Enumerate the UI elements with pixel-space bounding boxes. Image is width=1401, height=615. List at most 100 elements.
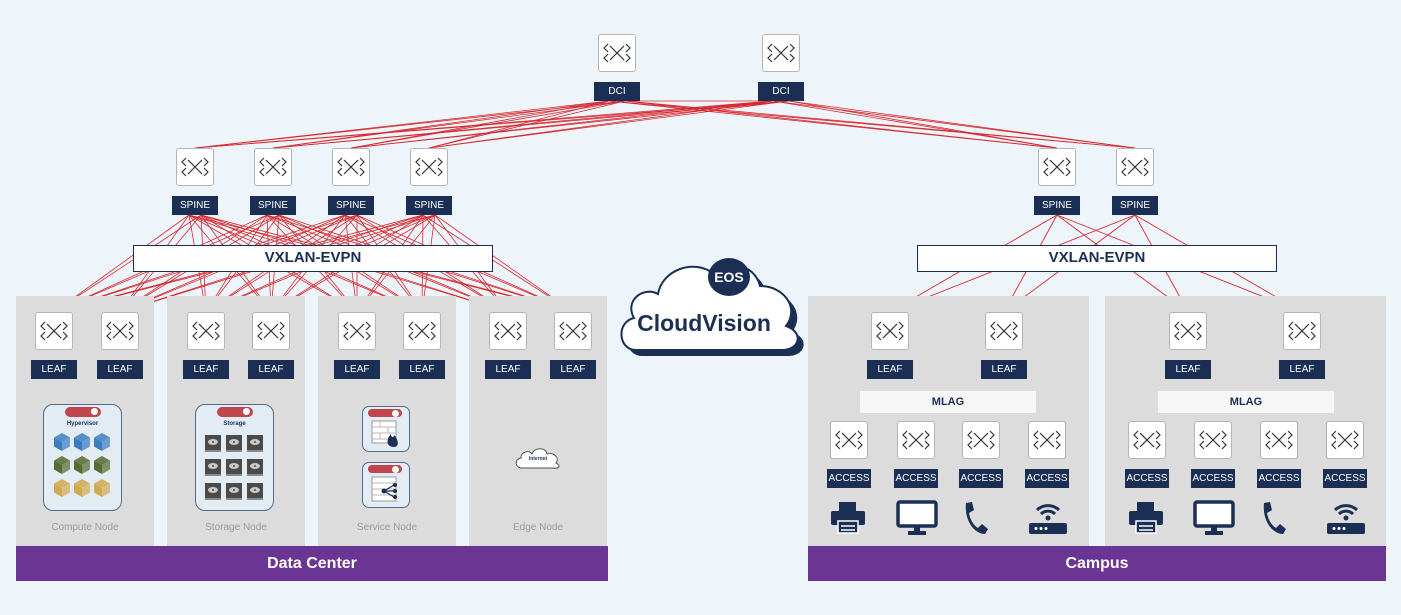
spine-switch[interactable] <box>254 148 292 186</box>
load-balancer-icon <box>370 475 404 505</box>
spine-label: SPINE <box>406 196 452 215</box>
wireless-router-icon <box>1026 500 1070 536</box>
leaf-switch[interactable] <box>1169 312 1207 350</box>
spine-label: SPINE <box>172 196 218 215</box>
spine-switch[interactable] <box>1116 148 1154 186</box>
switch-icon <box>835 430 863 450</box>
disk-icon <box>225 434 243 453</box>
switch-icon <box>1331 430 1359 450</box>
dci-switch[interactable] <box>762 34 800 72</box>
vm-cube-icon <box>52 478 72 498</box>
dci-spine-link <box>788 100 1136 149</box>
switch-icon <box>1199 430 1227 450</box>
spine-label: SPINE <box>1112 196 1158 215</box>
access-switch[interactable] <box>1194 421 1232 459</box>
access-switch[interactable] <box>1326 421 1364 459</box>
leaf-switch[interactable] <box>985 312 1023 350</box>
switch-icon <box>415 157 443 177</box>
spine-leaf-link <box>434 214 574 313</box>
monitor-icon <box>1192 500 1236 536</box>
switch-icon <box>192 321 220 341</box>
printer-icon <box>828 500 872 536</box>
dci-switch[interactable] <box>598 34 636 72</box>
access-label: ACCESS <box>1125 469 1169 488</box>
leaf-switch[interactable] <box>338 312 376 350</box>
cloudvision-cloud[interactable] <box>614 254 804 358</box>
leaf-switch[interactable] <box>187 312 225 350</box>
dci-label: DCI <box>594 82 640 101</box>
disk-icon <box>225 482 243 501</box>
leaf-switch[interactable] <box>1283 312 1321 350</box>
access-label: ACCESS <box>1191 469 1235 488</box>
leaf-label: LEAF <box>248 360 294 379</box>
dci-spine-link <box>624 100 1136 149</box>
dci-label: DCI <box>758 82 804 101</box>
spine-label: SPINE <box>250 196 296 215</box>
switch-icon <box>876 321 904 341</box>
access-switch[interactable] <box>962 421 1000 459</box>
switch-icon <box>106 321 134 341</box>
disk-icon <box>246 458 264 477</box>
switch-icon <box>1265 430 1293 450</box>
disk-icon <box>225 458 243 477</box>
leaf-switch[interactable] <box>35 312 73 350</box>
spine-leaf-link <box>53 214 190 313</box>
switch-icon <box>1121 157 1149 177</box>
switch-icon <box>990 321 1018 341</box>
campus-fabric-label: VXLAN-EVPN <box>917 245 1277 272</box>
access-switch[interactable] <box>1128 421 1166 459</box>
spine-label: SPINE <box>1034 196 1080 215</box>
access-switch[interactable] <box>1028 421 1066 459</box>
access-label: ACCESS <box>827 469 871 488</box>
leaf-label: LEAF <box>399 360 445 379</box>
status-pill-icon <box>65 407 101 417</box>
leaf-switch[interactable] <box>403 312 441 350</box>
spine-switch[interactable] <box>1038 148 1076 186</box>
wireless-router-icon <box>1324 500 1368 536</box>
leaf-switch[interactable] <box>101 312 139 350</box>
switch-icon <box>337 157 365 177</box>
monitor-icon <box>895 500 939 536</box>
spine-switch[interactable] <box>332 148 370 186</box>
node-caption: Service Node <box>356 522 418 533</box>
leaf-label: LEAF <box>485 360 531 379</box>
access-switch[interactable] <box>897 421 935 459</box>
disk-icon <box>204 434 222 453</box>
status-pill-icon <box>368 409 402 417</box>
switch-icon <box>1043 157 1071 177</box>
switch-icon <box>767 43 795 63</box>
disk-icon <box>246 482 264 501</box>
spine-leaf-link <box>53 214 202 313</box>
leaf-label: LEAF <box>1165 360 1211 379</box>
leaf-switch[interactable] <box>489 312 527 350</box>
firewall-icon <box>370 419 404 449</box>
spine-switch[interactable] <box>176 148 214 186</box>
dci-spine-link <box>428 100 790 149</box>
leaf-switch[interactable] <box>554 312 592 350</box>
leaf-switch[interactable] <box>871 312 909 350</box>
access-switch[interactable] <box>830 421 868 459</box>
switch-icon <box>40 321 68 341</box>
vm-cube-icon <box>72 455 92 475</box>
access-switch[interactable] <box>1260 421 1298 459</box>
phone-icon <box>960 500 1004 536</box>
node-title: Storage <box>223 421 246 427</box>
switch-icon <box>1174 321 1202 341</box>
spine-switch[interactable] <box>410 148 448 186</box>
dc-fabric-label: VXLAN-EVPN <box>133 245 493 272</box>
leaf-switch[interactable] <box>252 312 290 350</box>
switch-icon <box>1288 321 1316 341</box>
switch-icon <box>967 430 995 450</box>
leaf-label: LEAF <box>981 360 1027 379</box>
leaf-label: LEAF <box>1279 360 1325 379</box>
vm-cube-icon <box>92 478 112 498</box>
switch-icon <box>1133 430 1161 450</box>
vm-cube-icon <box>72 432 92 452</box>
cloudvision-label: CloudVision <box>637 310 771 336</box>
node-caption: Compute Node <box>51 522 119 533</box>
switch-icon <box>1033 430 1061 450</box>
campus-bar: Campus <box>808 546 1386 581</box>
data-center-bar: Data Center <box>16 546 608 581</box>
switch-icon <box>181 157 209 177</box>
switch-icon <box>603 43 631 63</box>
